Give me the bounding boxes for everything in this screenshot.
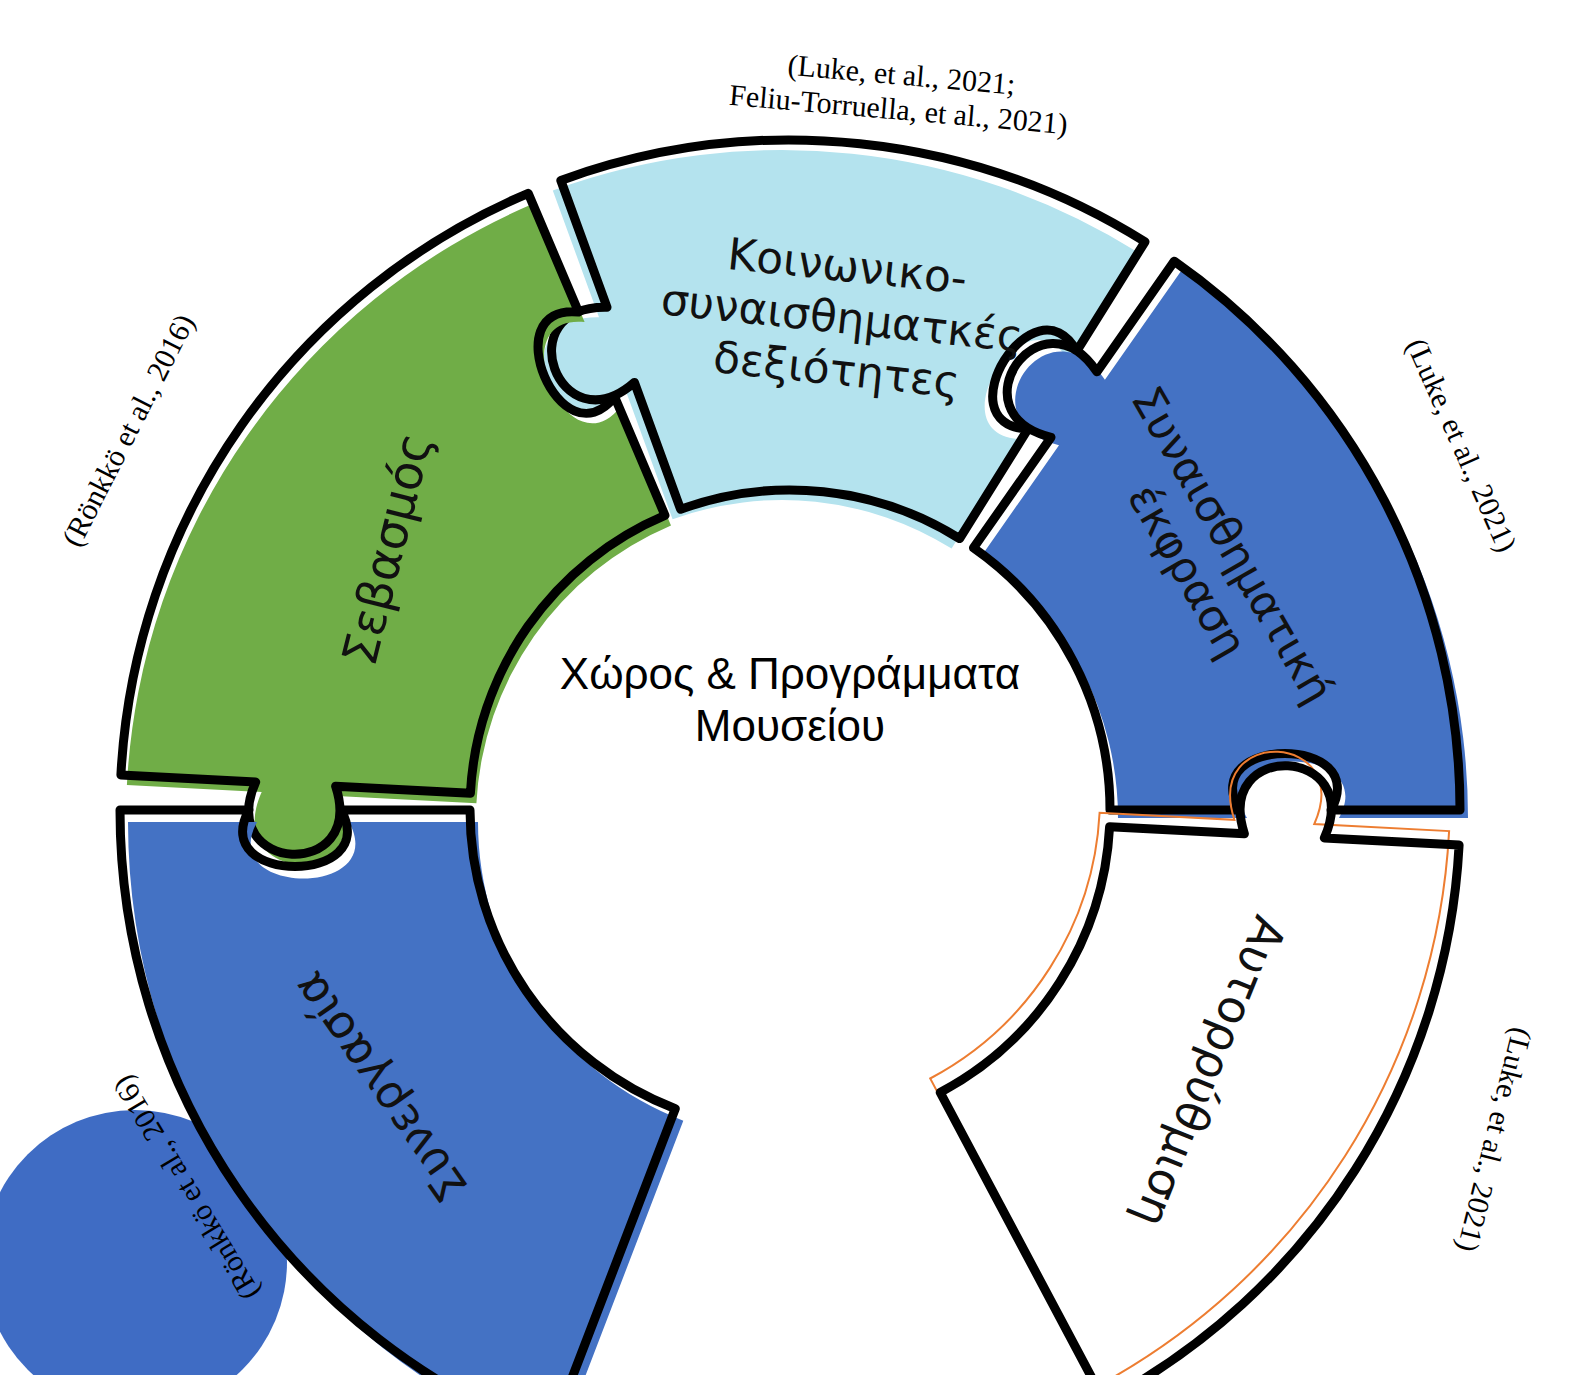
puzzle-piece: Αυτορρύθμιση [906,719,1493,1375]
label-holder: (Luke, et al., 2021) [1450,1024,1540,1256]
piece-fill [127,203,671,864]
label-holder: Χώρος & Προγράμματα Μουσείου [560,648,1020,752]
piece-outline [120,810,675,1375]
label-holder: (Luke, et al., 2021) [1399,333,1525,557]
center-title: Χώρος & Προγράμματα Μουσείου [560,648,1020,752]
piece-outline [121,193,665,854]
label-holder: (Luke, et al., 2021; Feliu-Torruella, et… [728,42,1072,142]
puzzle-piece: Σεβασμός [90,163,695,897]
label-holder: (Rönkkö et al., 2016) [54,308,202,552]
text-line: Χώρος & Προγράμματα [560,648,1020,700]
text-line: Μουσείου [560,700,1020,752]
piece-fill [982,269,1469,818]
citation-note: (Luke, et al., 2021; Feliu-Torruella, et… [728,42,1072,142]
piece-shape [88,778,742,1375]
piece-fill [128,822,683,1375]
text-line: (Luke, et al., 2021) [1399,333,1525,557]
text-line: (Luke, et al., 2021) [1450,1024,1540,1256]
citation-note: (Luke, et al., 2021) [1399,333,1525,557]
piece-outline [940,766,1459,1375]
piece-label: Αυτορρύθμιση [1123,909,1297,1236]
puzzle-piece: Συνεργασία [88,778,742,1375]
citation-note: (Rönkkö et al., 2016) [54,308,202,552]
piece-fill [930,752,1449,1375]
text-line: Αυτορρύθμιση [1123,909,1297,1236]
text-line: (Rönkkö et al., 2016) [54,308,202,552]
citation-note: (Luke, et al., 2021) [1450,1024,1540,1256]
puzzle-piece: Συναισθηματική έκφραση [944,233,1488,838]
piece-text-holder: Αυτορρύθμιση [1123,909,1297,1236]
piece-outline [974,261,1461,810]
